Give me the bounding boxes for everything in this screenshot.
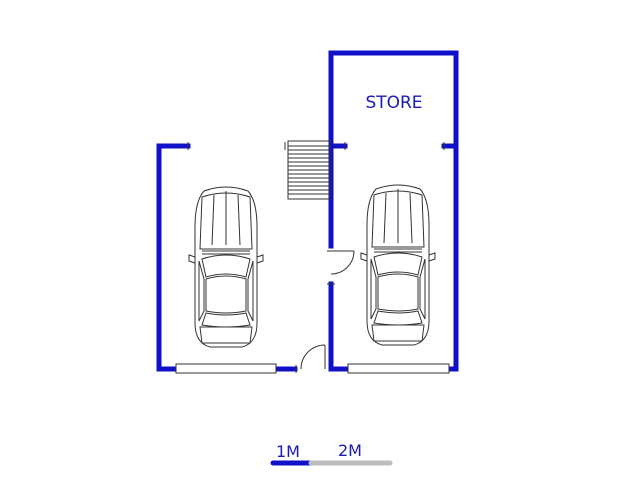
left-garage-walls bbox=[156, 143, 298, 372]
pedestrian-door bbox=[295, 344, 326, 373]
scale-label-2m: 2M bbox=[338, 441, 362, 460]
room-label-store: STORE bbox=[365, 93, 422, 113]
stairs bbox=[287, 140, 331, 200]
scale-label-1m: 1M bbox=[276, 442, 300, 461]
right-garage-door bbox=[347, 363, 450, 374]
interior-door bbox=[327, 250, 355, 285]
car-right bbox=[360, 184, 436, 346]
left-garage-door bbox=[175, 363, 277, 374]
car-left bbox=[188, 186, 264, 348]
right-garage-walls bbox=[328, 50, 459, 372]
scale-bar: 1M 2M bbox=[270, 441, 393, 466]
